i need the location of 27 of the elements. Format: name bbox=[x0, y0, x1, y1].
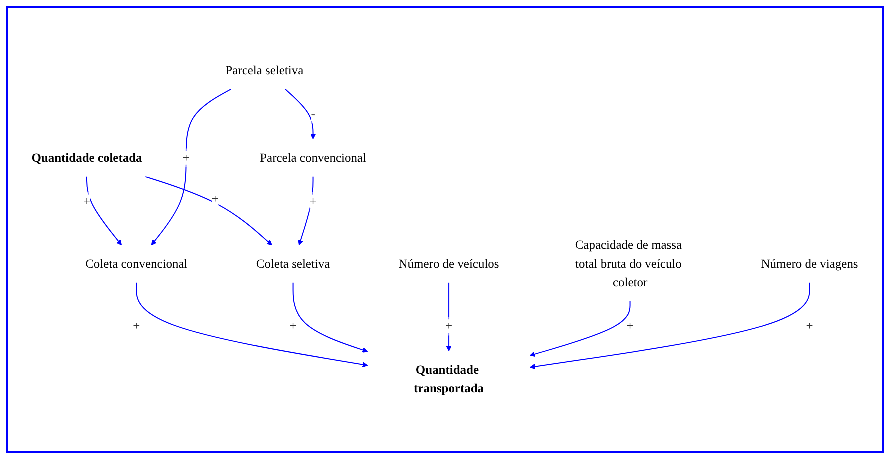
node-text: Número de veículos bbox=[398, 256, 500, 271]
edge-label: + bbox=[310, 194, 317, 208]
arrow bbox=[144, 176, 272, 246]
node-text: Número de viagens bbox=[761, 256, 858, 271]
node-text: Coleta convencional bbox=[86, 256, 188, 271]
arrow bbox=[530, 300, 631, 357]
edge-label: + bbox=[626, 319, 634, 334]
arrow bbox=[86, 176, 122, 246]
arrow bbox=[151, 88, 232, 246]
edge-label: + bbox=[806, 319, 814, 334]
arrow bbox=[136, 282, 368, 368]
node-text: Parcela convencional bbox=[260, 150, 366, 165]
edge-label: + bbox=[83, 194, 91, 208]
arrow bbox=[530, 282, 810, 370]
edge-label: + bbox=[182, 150, 190, 165]
arrow bbox=[292, 282, 368, 353]
node-text: Coleta seletiva bbox=[256, 256, 330, 271]
node-text: Capacidade de massa total bruta do veículo coletor bbox=[575, 238, 682, 290]
edge-label: - bbox=[311, 107, 316, 121]
edge-label: + bbox=[290, 319, 297, 334]
edge-label: + bbox=[446, 319, 453, 334]
node-text: Parcela seletiva bbox=[226, 64, 304, 78]
node-text: Quantidade coletada bbox=[32, 150, 142, 165]
edge-label: + bbox=[212, 192, 219, 206]
arrow bbox=[298, 176, 314, 246]
node-text: Quantidade transportada bbox=[414, 362, 484, 396]
edge-label: + bbox=[133, 319, 140, 334]
